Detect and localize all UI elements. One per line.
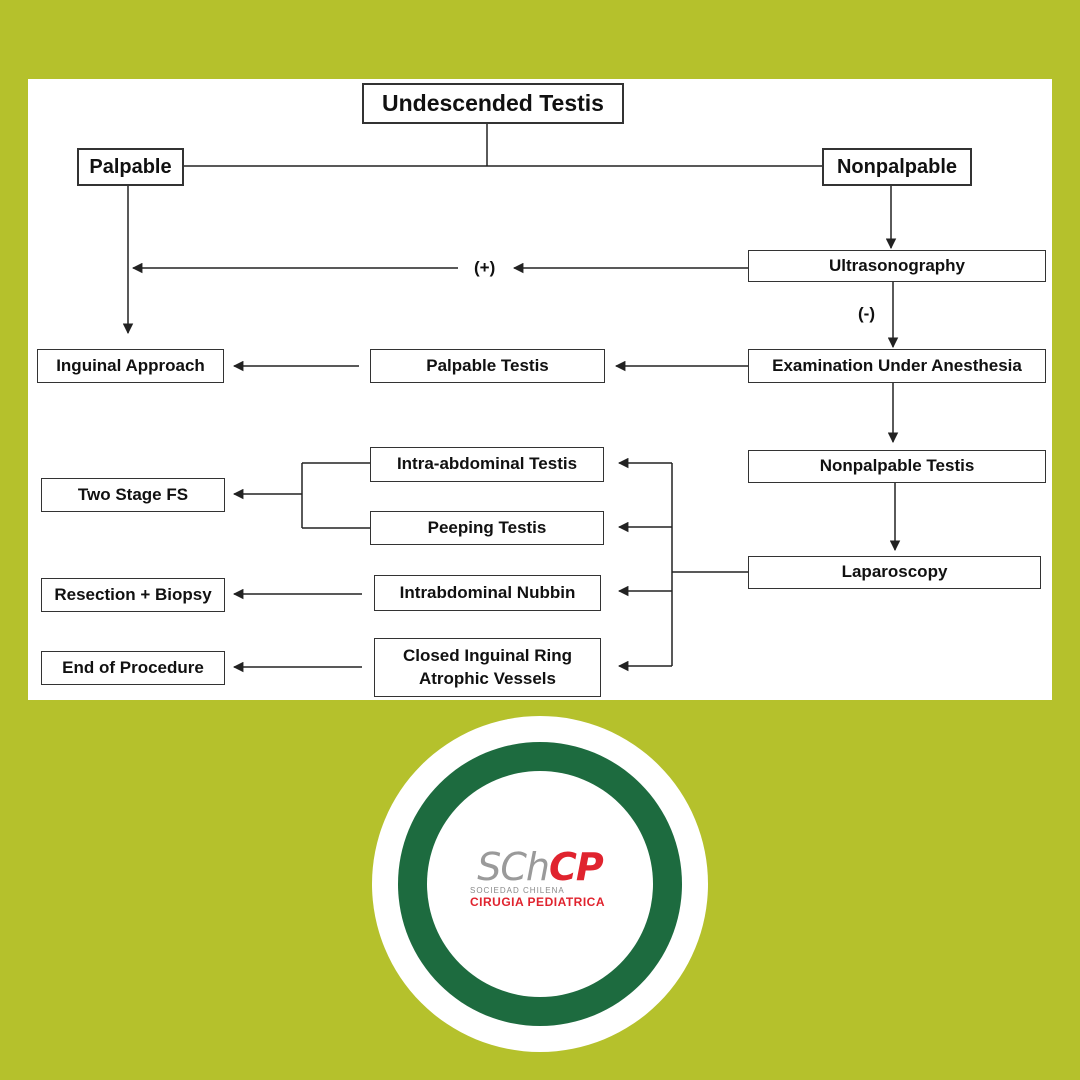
logo-subtitle-society: SOCIEDAD CHILENA: [470, 886, 565, 895]
edge-label-positive: (+): [474, 258, 496, 277]
node-ultrasonography-label: Ultrasonography: [828, 255, 966, 275]
node-laparoscopy-label: Laparoscopy: [841, 562, 948, 582]
node-closed-inguinal-ring-line2: Atrophic Vessels: [418, 668, 556, 688]
node-closed-inguinal-ring-line1: Closed Inguinal Ring: [402, 646, 573, 666]
node-intrabdominal-nubbin: Intrabdominal Nubbin: [374, 575, 601, 611]
node-laparoscopy: Laparoscopy: [748, 556, 1041, 589]
node-nonpalpable-label: Nonpalpable: [836, 156, 957, 178]
node-nonpalpable-testis-label: Nonpalpable Testis: [819, 456, 975, 476]
node-palpable-testis-label: Palpable Testis: [426, 355, 549, 375]
node-undescended-testis-label: Undescended Testis: [382, 89, 604, 116]
node-intra-abdominal-testis: Intra-abdominal Testis: [370, 447, 604, 482]
node-closed-inguinal-ring: Closed Inguinal Ring Atrophic Vessels: [374, 638, 601, 697]
node-intrabdominal-nubbin-label: Intrabdominal Nubbin: [399, 582, 576, 602]
node-palpable-testis: Palpable Testis: [370, 349, 605, 383]
node-resection-biopsy: Resection + Biopsy: [41, 578, 225, 612]
logo-subtitle-specialty: CIRUGIA PEDIATRICA: [470, 895, 605, 909]
edge-label-negative: (-): [858, 304, 875, 323]
logo-inner-circle: [427, 771, 653, 997]
logo-mark: SChCP: [440, 848, 640, 886]
node-palpable: Palpable: [77, 148, 184, 186]
node-nonpalpable-testis: Nonpalpable Testis: [748, 450, 1046, 483]
node-end-of-procedure-label: End of Procedure: [62, 657, 204, 677]
logo-mark-cp: CP: [549, 845, 604, 889]
node-inguinal-approach-label: Inguinal Approach: [56, 355, 205, 375]
node-peeping-testis-label: Peeping Testis: [427, 517, 547, 537]
node-palpable-label: Palpable: [89, 156, 172, 178]
node-nonpalpable: Nonpalpable: [822, 148, 972, 186]
node-end-of-procedure: End of Procedure: [41, 651, 225, 685]
node-resection-biopsy-label: Resection + Biopsy: [54, 584, 212, 604]
node-undescended-testis: Undescended Testis: [362, 83, 624, 124]
logo-mark-sch: SCh: [477, 845, 550, 889]
node-two-stage-fs: Two Stage FS: [41, 478, 225, 512]
node-ultrasonography: Ultrasonography: [748, 250, 1046, 282]
node-peeping-testis: Peeping Testis: [370, 511, 604, 545]
node-examination-under-anesthesia: Examination Under Anesthesia: [748, 349, 1046, 383]
node-two-stage-fs-label: Two Stage FS: [77, 484, 189, 504]
node-examination-under-anesthesia-label: Examination Under Anesthesia: [772, 355, 1022, 375]
node-inguinal-approach: Inguinal Approach: [37, 349, 224, 383]
schcp-logo: SChCP SOCIEDAD CHILENA CIRUGIA PEDIATRIC…: [440, 848, 640, 928]
node-intra-abdominal-testis-label: Intra-abdominal Testis: [396, 454, 578, 474]
